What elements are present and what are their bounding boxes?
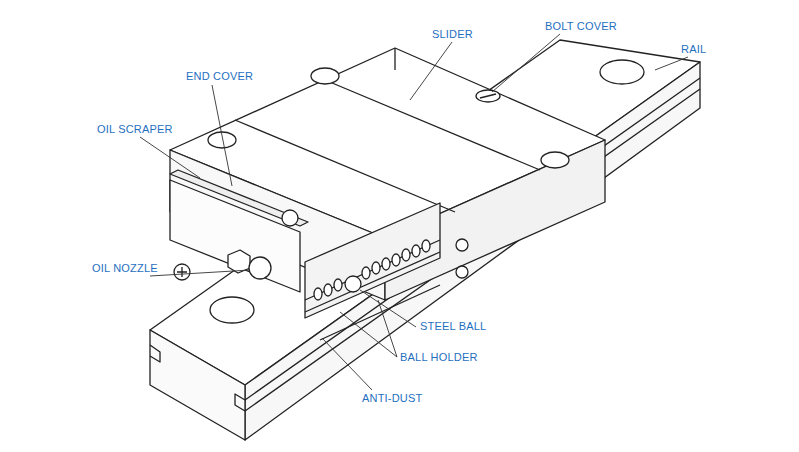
end-plug [282,210,298,226]
bolt-cover-slot [480,94,496,98]
part-label: RAIL [681,43,706,56]
part-label: END COVER [186,70,253,83]
part-label: ANTI-DUST [362,392,422,405]
slider-front [170,150,385,300]
oil-nozzle [249,257,271,279]
oil-nozzle-hex [228,250,250,273]
part-label: OIL NOZZLE [92,262,158,275]
slider-bolt-hole [541,152,569,168]
rail-top [150,40,700,385]
bolt-cover [476,90,500,102]
part-label: SLIDER [432,28,473,41]
part-label: STEEL BALL [420,320,486,333]
slider-bolt-hole [311,68,339,84]
steel-ball-row [314,240,430,300]
steel-ball [345,276,361,292]
end-screw [174,264,190,280]
slider-top-groove [235,48,540,212]
part-label: BOLT COVER [545,20,617,33]
rail-bolt-hole [210,297,254,323]
end-screw-cross [177,267,187,277]
slider-hole [456,239,468,251]
leader-lines [140,34,688,390]
rail-end-profile [150,345,245,411]
ball-holder [305,240,440,340]
part-label: OIL SCRAPER [97,123,173,136]
oil-scraper [170,170,308,226]
rail-bolt-hole [600,60,644,84]
part-label: BALL HOLDER [400,351,478,364]
slider-hole [456,266,468,278]
rail-end [150,330,245,440]
